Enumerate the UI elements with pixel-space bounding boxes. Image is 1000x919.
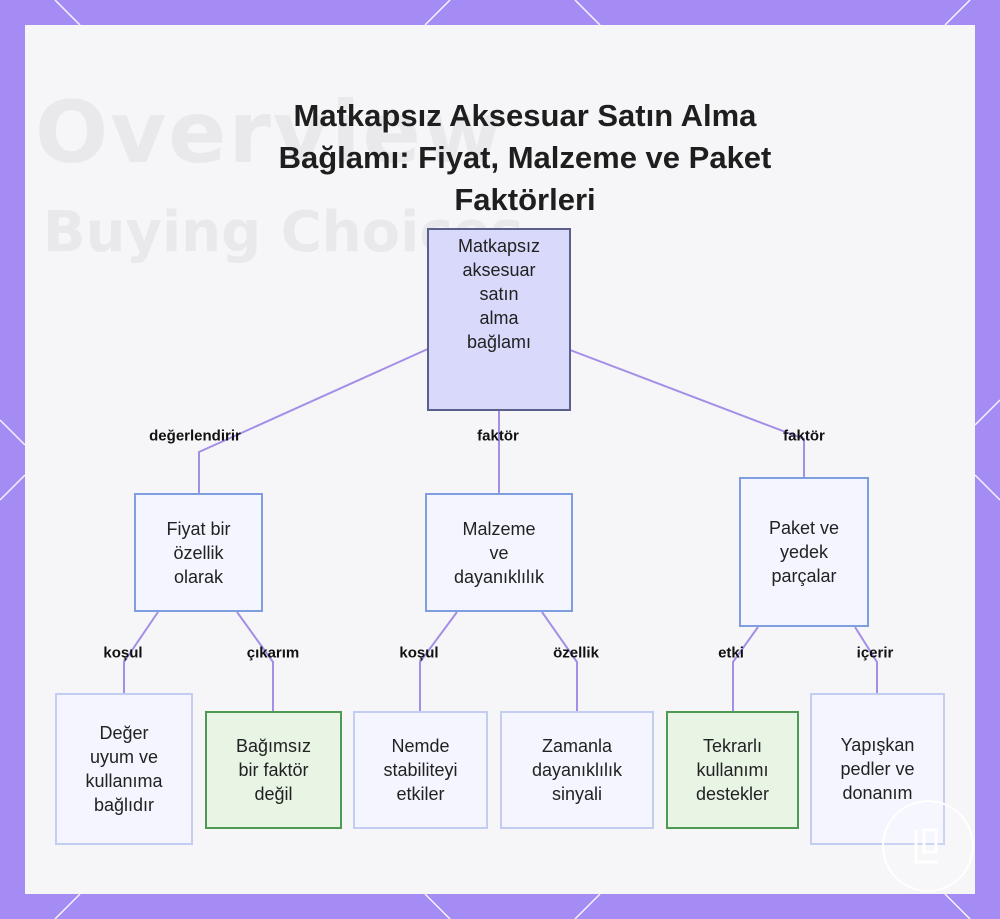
connector-lines: [123, 347, 878, 711]
edge-root-price: [198, 347, 431, 494]
edge-material-durability: [541, 611, 578, 711]
brand-stamp-icon: [882, 800, 974, 892]
edge-package-repeat: [732, 626, 759, 711]
node-durability-signal: Zamanla dayanıklılık sinyali: [500, 711, 654, 829]
edge-material-moisture: [419, 611, 458, 711]
edge-price-independent: [236, 611, 274, 711]
edge-label-faktor-material: faktör: [477, 427, 519, 445]
edge-label-kosul-material: koşul: [399, 644, 439, 662]
edge-label-ozellik: özellik: [553, 644, 599, 662]
edge-label-etki: etki: [718, 644, 744, 662]
edge-label-degerlendirir: değerlendirir: [149, 427, 241, 445]
node-root: Matkapsız aksesuar satın alma bağlamı: [427, 228, 571, 411]
diagram-title: Matkapsız Aksesuar Satın Alma Bağlamı: F…: [278, 98, 772, 217]
diagram-panel: Overview Buying Choices Matkapsız Aksesu…: [25, 25, 975, 894]
background-watermark-text: Overview: [35, 83, 505, 183]
node-repeat-use: Tekrarlı kullanımı destekler: [666, 711, 799, 829]
edge-package-pads: [854, 626, 878, 693]
node-not-independent: Bağımsız bir faktör değil: [205, 711, 342, 829]
edge-label-kosul-price: koşul: [103, 644, 143, 662]
edge-label-faktor-package: faktör: [783, 427, 825, 445]
node-price: Fiyat bir özellik olarak: [134, 493, 263, 612]
edge-label-icerir: içerir: [856, 644, 894, 662]
node-value-usage: Değer uyum ve kullanıma bağlıdır: [55, 693, 193, 845]
edge-label-cikarim: çıkarım: [246, 644, 300, 662]
node-material: Malzeme ve dayanıklılık: [425, 493, 573, 612]
stamp-glyph-icon: [914, 828, 938, 864]
node-moisture: Nemde stabiliteyi etkiler: [353, 711, 488, 829]
node-package: Paket ve yedek parçalar: [739, 477, 869, 627]
edge-price-value: [123, 611, 159, 693]
edge-root-package: [569, 349, 805, 477]
